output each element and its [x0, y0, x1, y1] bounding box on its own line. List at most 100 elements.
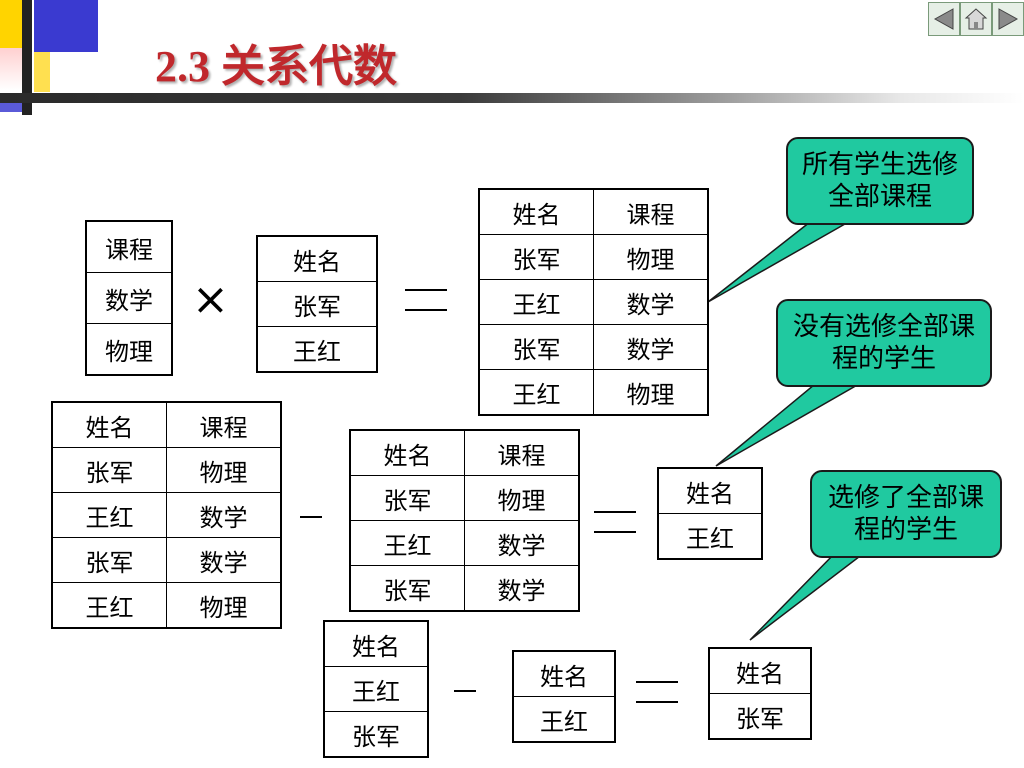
- table-cell: 王红: [349, 520, 465, 566]
- callout-pointer-3: [749, 549, 871, 641]
- callout-text-2: 没有选修全部课程的学生: [792, 312, 975, 374]
- table-cell: 王红: [51, 492, 167, 538]
- page-title: 2.3 关系代数: [155, 42, 397, 91]
- table-cell: 数学: [166, 537, 282, 583]
- table-header-cell: 课程: [166, 401, 282, 448]
- table-row: 王红: [512, 696, 616, 743]
- equals-operator-1: [405, 289, 447, 311]
- table-row: 张军物理: [51, 447, 282, 493]
- table-cell: 物理: [166, 447, 282, 493]
- table-cell: 王红: [323, 666, 429, 712]
- table-row: 物理: [85, 323, 173, 376]
- table-header-row: 课程: [85, 220, 173, 273]
- table-header-cell: 姓名: [708, 647, 812, 694]
- final-result-table: 姓名张军: [708, 647, 812, 740]
- table-row: 张军: [323, 711, 429, 758]
- course-table: 课程数学物理: [85, 220, 173, 376]
- table-header-cell: 姓名: [256, 235, 378, 282]
- table-header-row: 姓名: [657, 467, 763, 514]
- callout-all-courses-selected: 选修了全部课程的学生: [810, 470, 1002, 558]
- minus-operator-1: [300, 516, 322, 518]
- table-cell: 张军: [323, 711, 429, 758]
- corner-yellow-square: [0, 0, 22, 48]
- equals-operator-3: [636, 681, 678, 703]
- table-cell: 数学: [85, 272, 173, 324]
- table-header-cell: 姓名: [349, 429, 465, 476]
- table-row: 张军数学: [349, 565, 580, 612]
- times-operator: ×: [192, 274, 229, 325]
- table-cell: 王红: [657, 513, 763, 560]
- table-header-row: 姓名: [512, 650, 616, 697]
- enrollment-table: 姓名课程张军物理王红数学张军数学: [349, 429, 580, 612]
- not-all-names-table: 姓名王红: [512, 650, 616, 743]
- table-cell: 物理: [593, 369, 709, 416]
- home-button[interactable]: [960, 2, 992, 36]
- table-cell: 数学: [593, 324, 709, 370]
- callout-pointer-2: [715, 379, 869, 467]
- table-row: 张军物理: [478, 234, 709, 280]
- table-row: 数学: [85, 272, 173, 324]
- table-header-row: 姓名课程: [478, 188, 709, 235]
- table-row: 王红数学: [51, 492, 282, 538]
- table-cell: 物理: [593, 234, 709, 280]
- table-header-cell: 姓名: [323, 620, 429, 667]
- table-header-cell: 姓名: [51, 401, 167, 448]
- table-cell: 王红: [512, 696, 616, 743]
- table-cell: 王红: [478, 369, 594, 416]
- title-underline: [0, 93, 1024, 103]
- table-cell: 数学: [464, 565, 580, 612]
- table-header-row: 姓名: [708, 647, 812, 694]
- table-row: 王红: [256, 326, 378, 373]
- table-row: 王红物理: [51, 582, 282, 629]
- table-header-row: 姓名: [323, 620, 429, 667]
- product-table: 姓名课程张军物理王红数学张军数学王红物理: [478, 188, 709, 416]
- table-cell: 张军: [478, 234, 594, 280]
- table-row: 王红: [657, 513, 763, 560]
- not-all-courses-result-table: 姓名王红: [657, 467, 763, 560]
- prev-button[interactable]: [928, 2, 960, 36]
- table-cell: 张军: [349, 475, 465, 521]
- table-cell: 张军: [708, 693, 812, 740]
- table-row: 王红物理: [478, 369, 709, 416]
- table-cell: 数学: [593, 279, 709, 325]
- table-row: 张军数学: [478, 324, 709, 370]
- table-header-row: 姓名课程: [349, 429, 580, 476]
- corner-yellow-square-2: [34, 52, 50, 92]
- table-cell: 数学: [166, 492, 282, 538]
- callout-text-1: 所有学生选修全部课程: [801, 150, 958, 212]
- table-cell: 物理: [464, 475, 580, 521]
- table-cell: 张军: [256, 281, 378, 327]
- table-cell: 王红: [51, 582, 167, 629]
- table-row: 张军: [708, 693, 812, 740]
- table-cell: 数学: [464, 520, 580, 566]
- table-header-cell: 姓名: [478, 188, 594, 235]
- table-row: 王红: [323, 666, 429, 712]
- table-header-cell: 课程: [85, 220, 173, 273]
- table-cell: 王红: [256, 326, 378, 373]
- table-header-cell: 姓名: [657, 467, 763, 514]
- table-row: 张军数学: [51, 537, 282, 583]
- corner-pink-square: [0, 48, 22, 90]
- equals-operator-2: [594, 511, 636, 533]
- table-cell: 物理: [85, 323, 173, 376]
- callout-not-all-courses: 没有选修全部课程的学生: [776, 299, 992, 387]
- minus-operator-2: [454, 690, 476, 692]
- table-header-cell: 课程: [593, 188, 709, 235]
- table-cell: 物理: [166, 582, 282, 629]
- corner-blue-square: [34, 0, 98, 52]
- triangle-right-icon: [998, 8, 1019, 30]
- table-row: 张军物理: [349, 475, 580, 521]
- callout-text-3: 选修了全部课程的学生: [827, 483, 984, 545]
- table-cell: 张军: [478, 324, 594, 370]
- table-header-cell: 姓名: [512, 650, 616, 697]
- table-header-row: 姓名课程: [51, 401, 282, 448]
- table-row: 王红数学: [478, 279, 709, 325]
- table-cell: 王红: [478, 279, 594, 325]
- table-header-cell: 课程: [464, 429, 580, 476]
- vertical-bar: [22, 0, 32, 115]
- triangle-left-icon: [933, 8, 954, 30]
- table-cell: 张军: [51, 537, 167, 583]
- callout-all-students-all-courses: 所有学生选修全部课程: [786, 137, 974, 225]
- table-cell: 张军: [51, 447, 167, 493]
